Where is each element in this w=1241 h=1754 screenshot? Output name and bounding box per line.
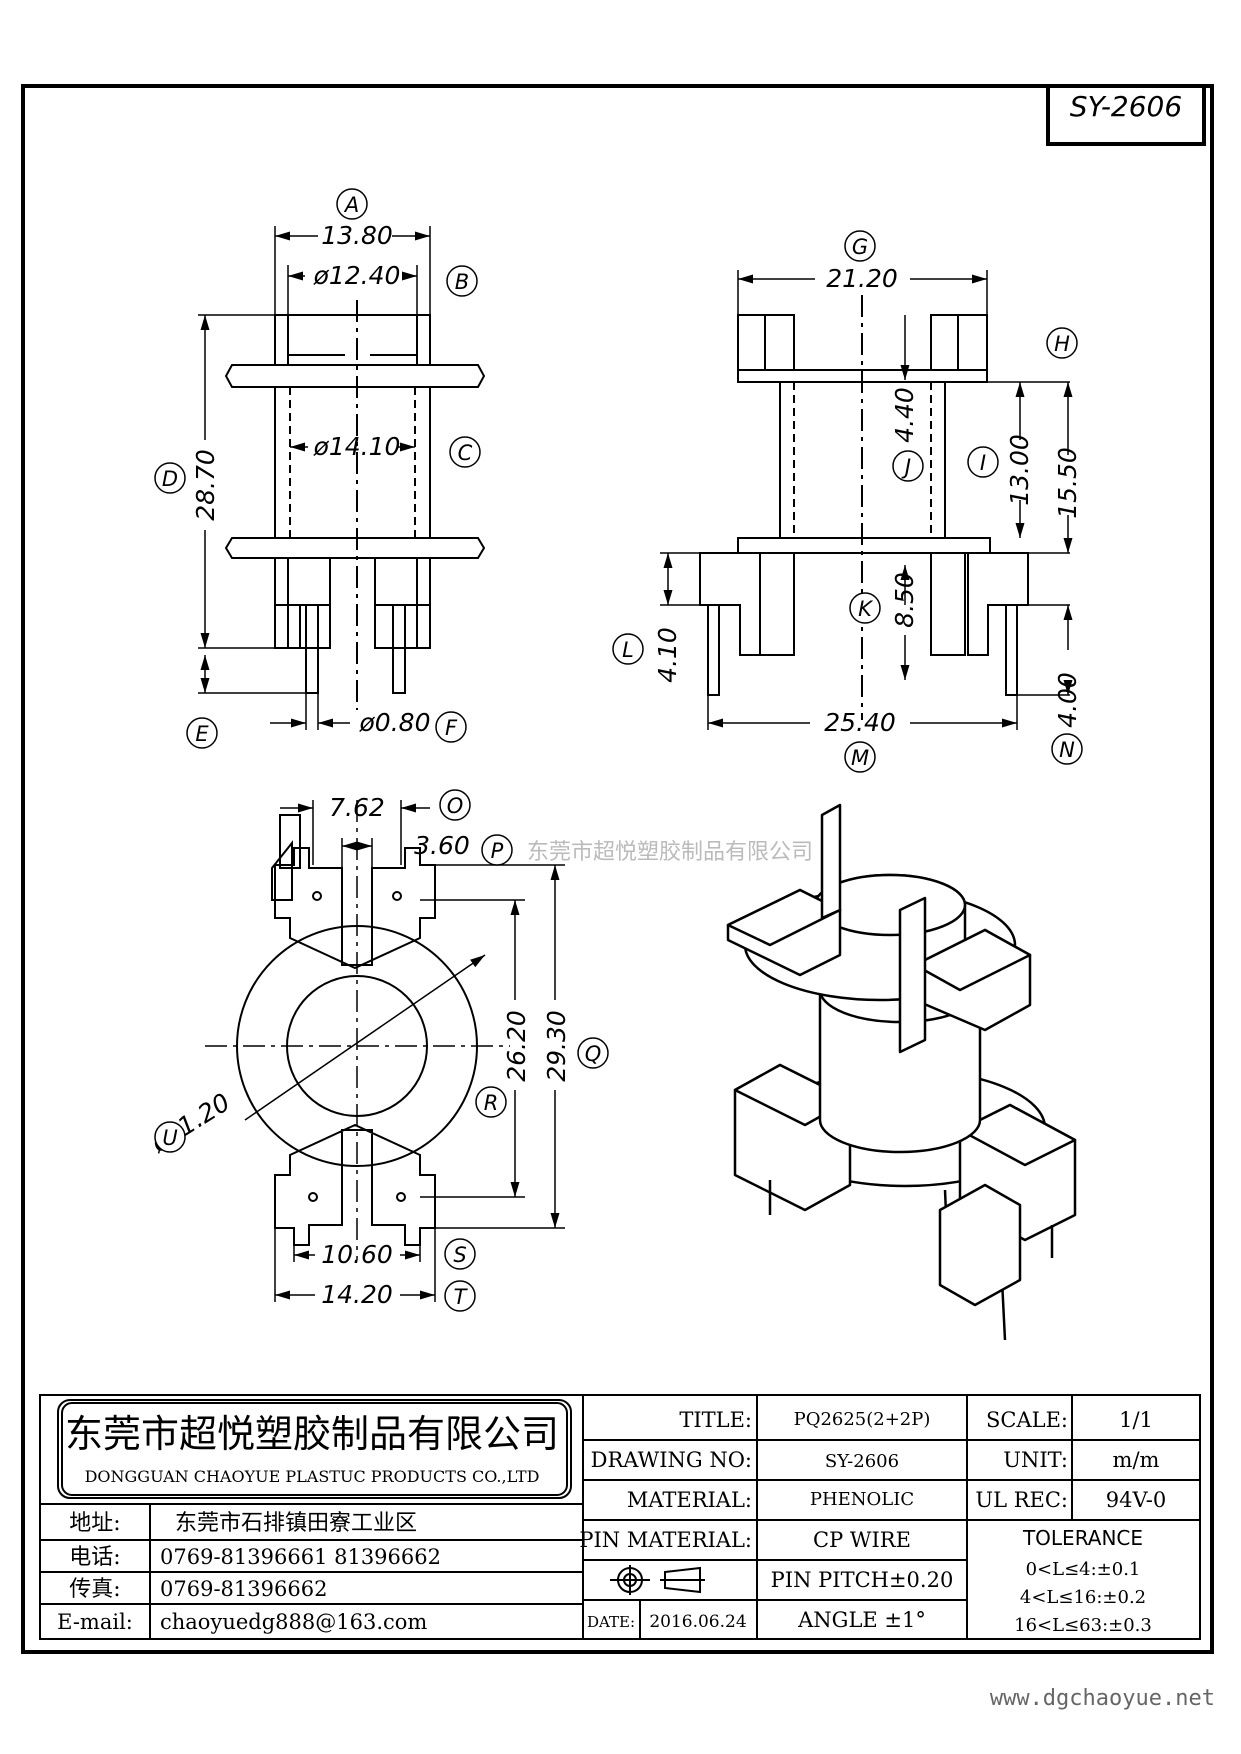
top-view bbox=[205, 800, 565, 1302]
dim-l-value: 4.10 bbox=[653, 627, 682, 683]
front-view bbox=[198, 226, 486, 730]
address-label: 地址: bbox=[69, 1511, 120, 1536]
balloon-k: K bbox=[858, 597, 874, 621]
balloon-q: Q bbox=[585, 1042, 602, 1066]
dim-f-value: ø0.80 bbox=[359, 708, 431, 737]
balloon-b: B bbox=[455, 270, 469, 294]
top-dim-texts: 7.62 3.60 29.30 26.20 10.60 14.20 ø21.20 bbox=[145, 793, 571, 1309]
dim-i-value: 13.00 bbox=[1005, 434, 1034, 506]
balloon-f: F bbox=[445, 716, 458, 740]
drawing-no-label: DRAWING NO: bbox=[591, 1448, 752, 1472]
balloon-r: R bbox=[484, 1091, 499, 1115]
dim-h-value: 15.50 bbox=[1053, 447, 1082, 519]
balloon-e: E bbox=[195, 722, 209, 746]
date-label: DATE: bbox=[587, 1613, 635, 1631]
balloon-u: U bbox=[162, 1126, 177, 1150]
dim-n-value: 4.00 bbox=[1053, 672, 1082, 728]
dim-s-value: 10.60 bbox=[321, 1240, 393, 1269]
ul-value: 94V-0 bbox=[1106, 1488, 1166, 1512]
email-value: chaoyuedg888@163.com bbox=[160, 1610, 427, 1634]
dim-j-value: 4.40 bbox=[890, 387, 919, 443]
tolerance-label: TOLERANCE bbox=[1022, 1526, 1143, 1550]
dim-k-value: 8.50 bbox=[890, 572, 919, 628]
phone-label: 电话: bbox=[69, 1545, 120, 1570]
balloon-l: L bbox=[622, 638, 634, 662]
unit-value: m/m bbox=[1113, 1448, 1160, 1472]
dim-d-value: 28.70 bbox=[191, 449, 220, 521]
drawing-no-value: SY-2606 bbox=[825, 1451, 899, 1472]
balloon-j: J bbox=[901, 455, 911, 479]
pin-pitch-value: PIN PITCH±0.20 bbox=[771, 1568, 954, 1592]
front-dim-texts: 13.80 ø12.40 ø14.10 28.70 ø0.80 bbox=[191, 221, 430, 737]
company-cn: 东莞市超悦塑胶制品有限公司 bbox=[65, 1412, 559, 1456]
front-balloons: A B C D E F bbox=[154, 188, 481, 749]
material-label: MATERIAL: bbox=[627, 1488, 752, 1512]
side-balloons: G H I J K L M N bbox=[612, 230, 1083, 773]
pin-material-value: CP WIRE bbox=[813, 1528, 911, 1552]
top-dims bbox=[275, 803, 560, 1300]
balloon-s: S bbox=[453, 1243, 466, 1267]
fax-label: 传真: bbox=[69, 1577, 120, 1602]
dim-r-value: 26.20 bbox=[502, 1010, 531, 1082]
balloon-p: P bbox=[491, 839, 504, 863]
scale-label: SCALE: bbox=[986, 1408, 1068, 1432]
drawing-id-box: SY-2606 bbox=[1046, 84, 1206, 146]
email-label: E-mail: bbox=[57, 1610, 133, 1634]
balloon-i: I bbox=[980, 451, 986, 475]
balloon-h: H bbox=[1054, 332, 1070, 356]
top-balloons: O P Q R S T U bbox=[154, 789, 609, 1312]
material-value: PHENOLIC bbox=[810, 1489, 914, 1510]
side-view bbox=[660, 270, 1070, 730]
dim-c-value: ø14.10 bbox=[313, 432, 401, 461]
date-value: 2016.06.24 bbox=[649, 1612, 746, 1632]
side-dims bbox=[663, 274, 1073, 728]
dim-a-value: 13.80 bbox=[321, 221, 393, 250]
title-block-text: 东莞市超悦塑胶制品有限公司 DONGGUAN CHAOYUE PLASTUC P… bbox=[57, 1408, 1166, 1636]
title-value: PQ2625(2+2P) bbox=[794, 1409, 931, 1430]
unit-label: UNIT: bbox=[1003, 1448, 1068, 1472]
balloon-c: C bbox=[458, 441, 473, 465]
side-dim-texts: 21.20 15.50 13.00 4.40 8.50 4.10 25.40 4… bbox=[653, 264, 1082, 737]
angle-value: ANGLE ±1° bbox=[797, 1608, 926, 1632]
balloon-t: T bbox=[454, 1285, 469, 1309]
isometric-view bbox=[726, 803, 1077, 1341]
scale-value: 1/1 bbox=[1119, 1408, 1153, 1432]
front-dims bbox=[200, 231, 430, 728]
title-block bbox=[39, 1394, 1201, 1640]
tolerance-2: 4<L≤16:±0.2 bbox=[1020, 1587, 1146, 1608]
balloon-o: O bbox=[447, 794, 464, 818]
company-en: DONGGUAN CHAOYUE PLASTUC PRODUCTS CO.,LT… bbox=[85, 1467, 540, 1486]
tolerance-3: 16<L≤63:±0.3 bbox=[1014, 1615, 1152, 1636]
dim-u-value: ø21.20 bbox=[145, 1087, 235, 1158]
balloon-d: D bbox=[162, 467, 178, 491]
balloon-g: G bbox=[852, 235, 868, 259]
title-label: TITLE: bbox=[679, 1408, 752, 1432]
dim-t-value: 14.20 bbox=[321, 1280, 393, 1309]
dim-p-value: 3.60 bbox=[414, 831, 470, 860]
dim-g-value: 21.20 bbox=[826, 264, 898, 293]
balloon-m: M bbox=[851, 746, 869, 770]
ul-label: UL REC: bbox=[975, 1488, 1068, 1512]
tolerance-1: 0<L≤4:±0.1 bbox=[1026, 1559, 1141, 1580]
dim-q-value: 29.30 bbox=[542, 1010, 571, 1082]
drawing-frame bbox=[21, 84, 1214, 1654]
fax-value: 0769-81396662 bbox=[160, 1577, 327, 1601]
dim-b-value: ø12.40 bbox=[313, 261, 401, 290]
balloon-n: N bbox=[1059, 738, 1075, 762]
dim-m-value: 25.40 bbox=[824, 708, 896, 737]
pin-material-label: PIN MATERIAL: bbox=[579, 1528, 752, 1552]
website-text: www.dgchaoyue.net bbox=[990, 1686, 1215, 1711]
phone-value: 0769-81396661 81396662 bbox=[160, 1545, 441, 1569]
dim-o-value: 7.62 bbox=[329, 793, 385, 822]
balloon-a: A bbox=[343, 193, 359, 217]
address-value: 东莞市石排镇田寮工业区 bbox=[175, 1511, 417, 1536]
watermark-text: 东莞市超悦塑胶制品有限公司 bbox=[527, 840, 813, 865]
drawing-id-text: SY-2606 bbox=[1070, 90, 1182, 123]
